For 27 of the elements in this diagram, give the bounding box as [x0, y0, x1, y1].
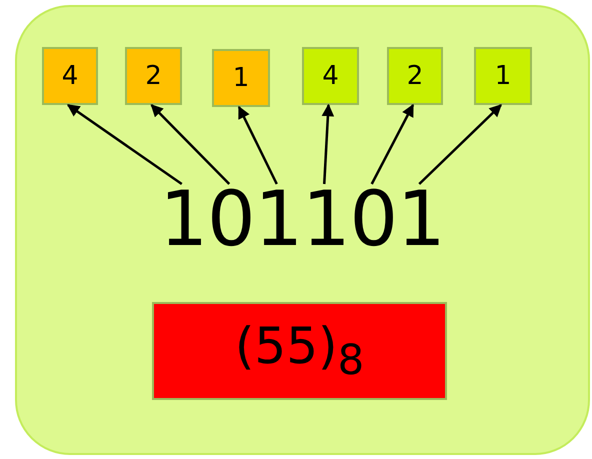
arrow — [150, 104, 230, 185]
digit-box — [387, 47, 443, 105]
weight-label: 1 — [232, 65, 250, 91]
weight-label: 2 — [406, 63, 424, 89]
arrow — [66, 104, 182, 186]
digit-box — [125, 47, 182, 105]
digit-box — [302, 47, 359, 105]
binary-digit: 1 — [398, 180, 445, 258]
arrow — [418, 104, 502, 185]
arrow — [322, 104, 334, 184]
binary-digit: 1 — [160, 180, 208, 258]
binary-digit: 0 — [350, 180, 398, 258]
binary-digit: 0 — [208, 180, 255, 258]
weight-label: 1 — [494, 63, 512, 89]
binary-digit: 1 — [302, 180, 350, 258]
weight-label: 4 — [322, 63, 339, 89]
weight-label: 4 — [62, 63, 78, 89]
weight-label: 2 — [145, 63, 162, 89]
result-box — [152, 302, 447, 400]
result-label: (55)$_{8}$ — [234, 321, 364, 381]
digit-box — [474, 47, 532, 105]
digit-box — [212, 49, 270, 107]
panel-background — [15, 5, 590, 455]
arrow — [370, 104, 414, 185]
digit-box — [42, 47, 98, 105]
arrow — [238, 106, 278, 185]
binary-digit: 1 — [255, 180, 302, 258]
